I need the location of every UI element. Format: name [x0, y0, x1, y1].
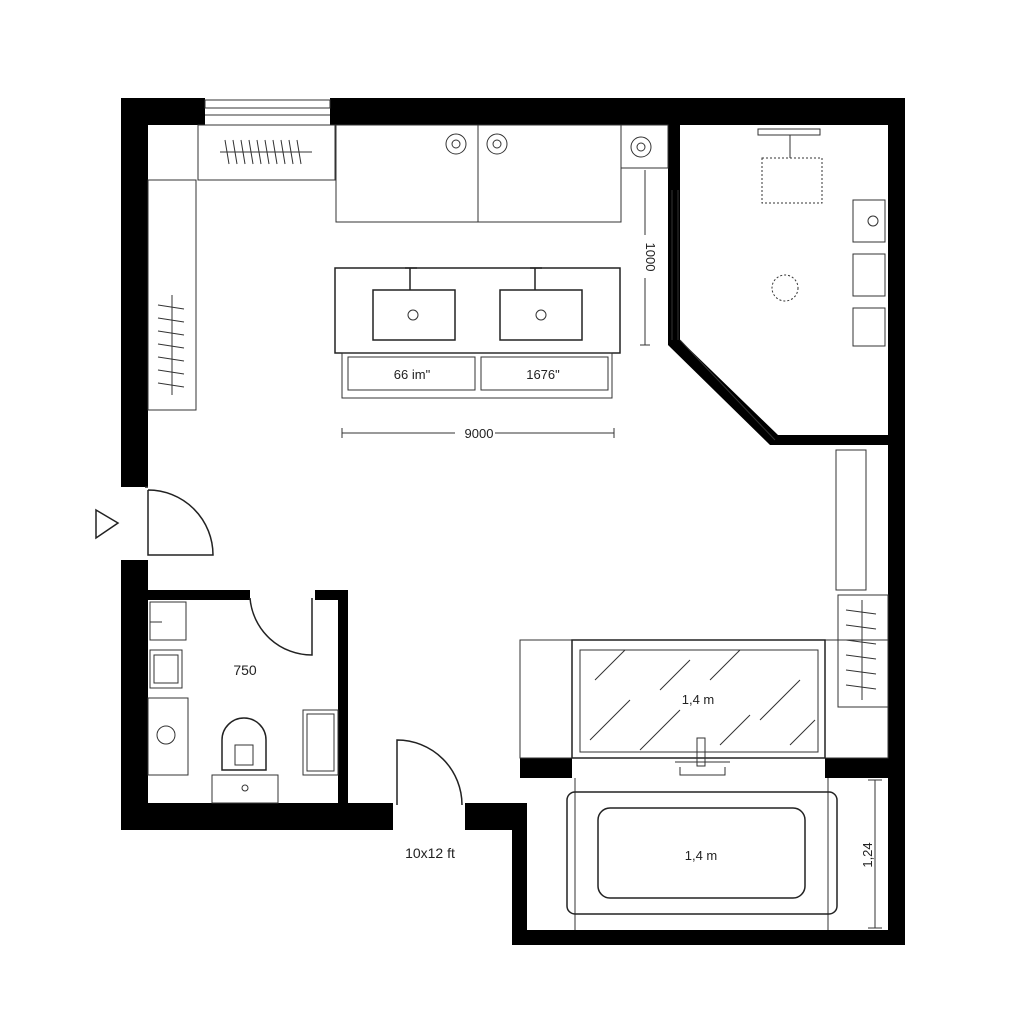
room-size-label: 10x12 ft [405, 845, 455, 861]
window [204, 99, 331, 116]
closet-right [835, 449, 889, 708]
mirror-label: 1,4 m [682, 692, 715, 707]
bathtub [566, 778, 882, 930]
mirror [519, 639, 889, 776]
shower [671, 128, 886, 441]
wc-room-label: 750 [233, 662, 257, 678]
closet-left [147, 179, 197, 411]
double-vanity [334, 267, 621, 399]
closet-top-left [197, 124, 336, 181]
vanity-width-dimension [341, 428, 615, 438]
appliances-top [335, 124, 669, 223]
wc-room [147, 597, 339, 804]
bottom-door[interactable] [396, 739, 463, 806]
drawer-left-label: 66 im" [394, 367, 431, 382]
vanity-depth-label: 1000 [643, 243, 658, 272]
vanity-depth-dimension [640, 170, 650, 346]
bathtub-label: 1,4 m [685, 848, 718, 863]
walls [121, 98, 905, 945]
tub-depth-label: 1,24 [860, 842, 875, 867]
entry-door[interactable] [95, 486, 214, 556]
drawer-right-label: 1676" [526, 367, 560, 382]
vanity-width-label: 9000 [465, 426, 494, 441]
